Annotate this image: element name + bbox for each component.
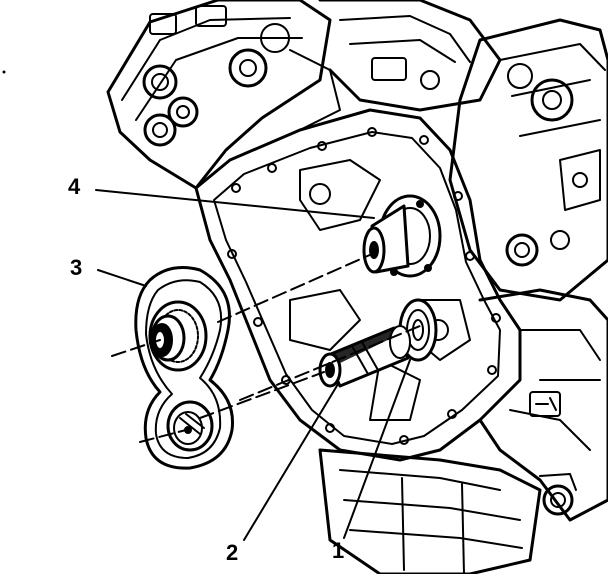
- leader-lines: [95, 189, 411, 541]
- callout-2: 2: [226, 540, 239, 565]
- callout-4: 4: [68, 174, 81, 199]
- leader-4: [95, 189, 375, 219]
- alignment-lines: [111, 253, 421, 443]
- part-3-cover-gasket: [134, 266, 235, 470]
- part-4-flange: [362, 194, 442, 278]
- leader-2: [243, 383, 339, 541]
- callout-1: 1: [332, 538, 345, 563]
- engine-block: [106, 0, 608, 574]
- callout-3: 3: [70, 255, 83, 280]
- leader-3: [97, 269, 147, 287]
- leader-1: [343, 359, 411, 539]
